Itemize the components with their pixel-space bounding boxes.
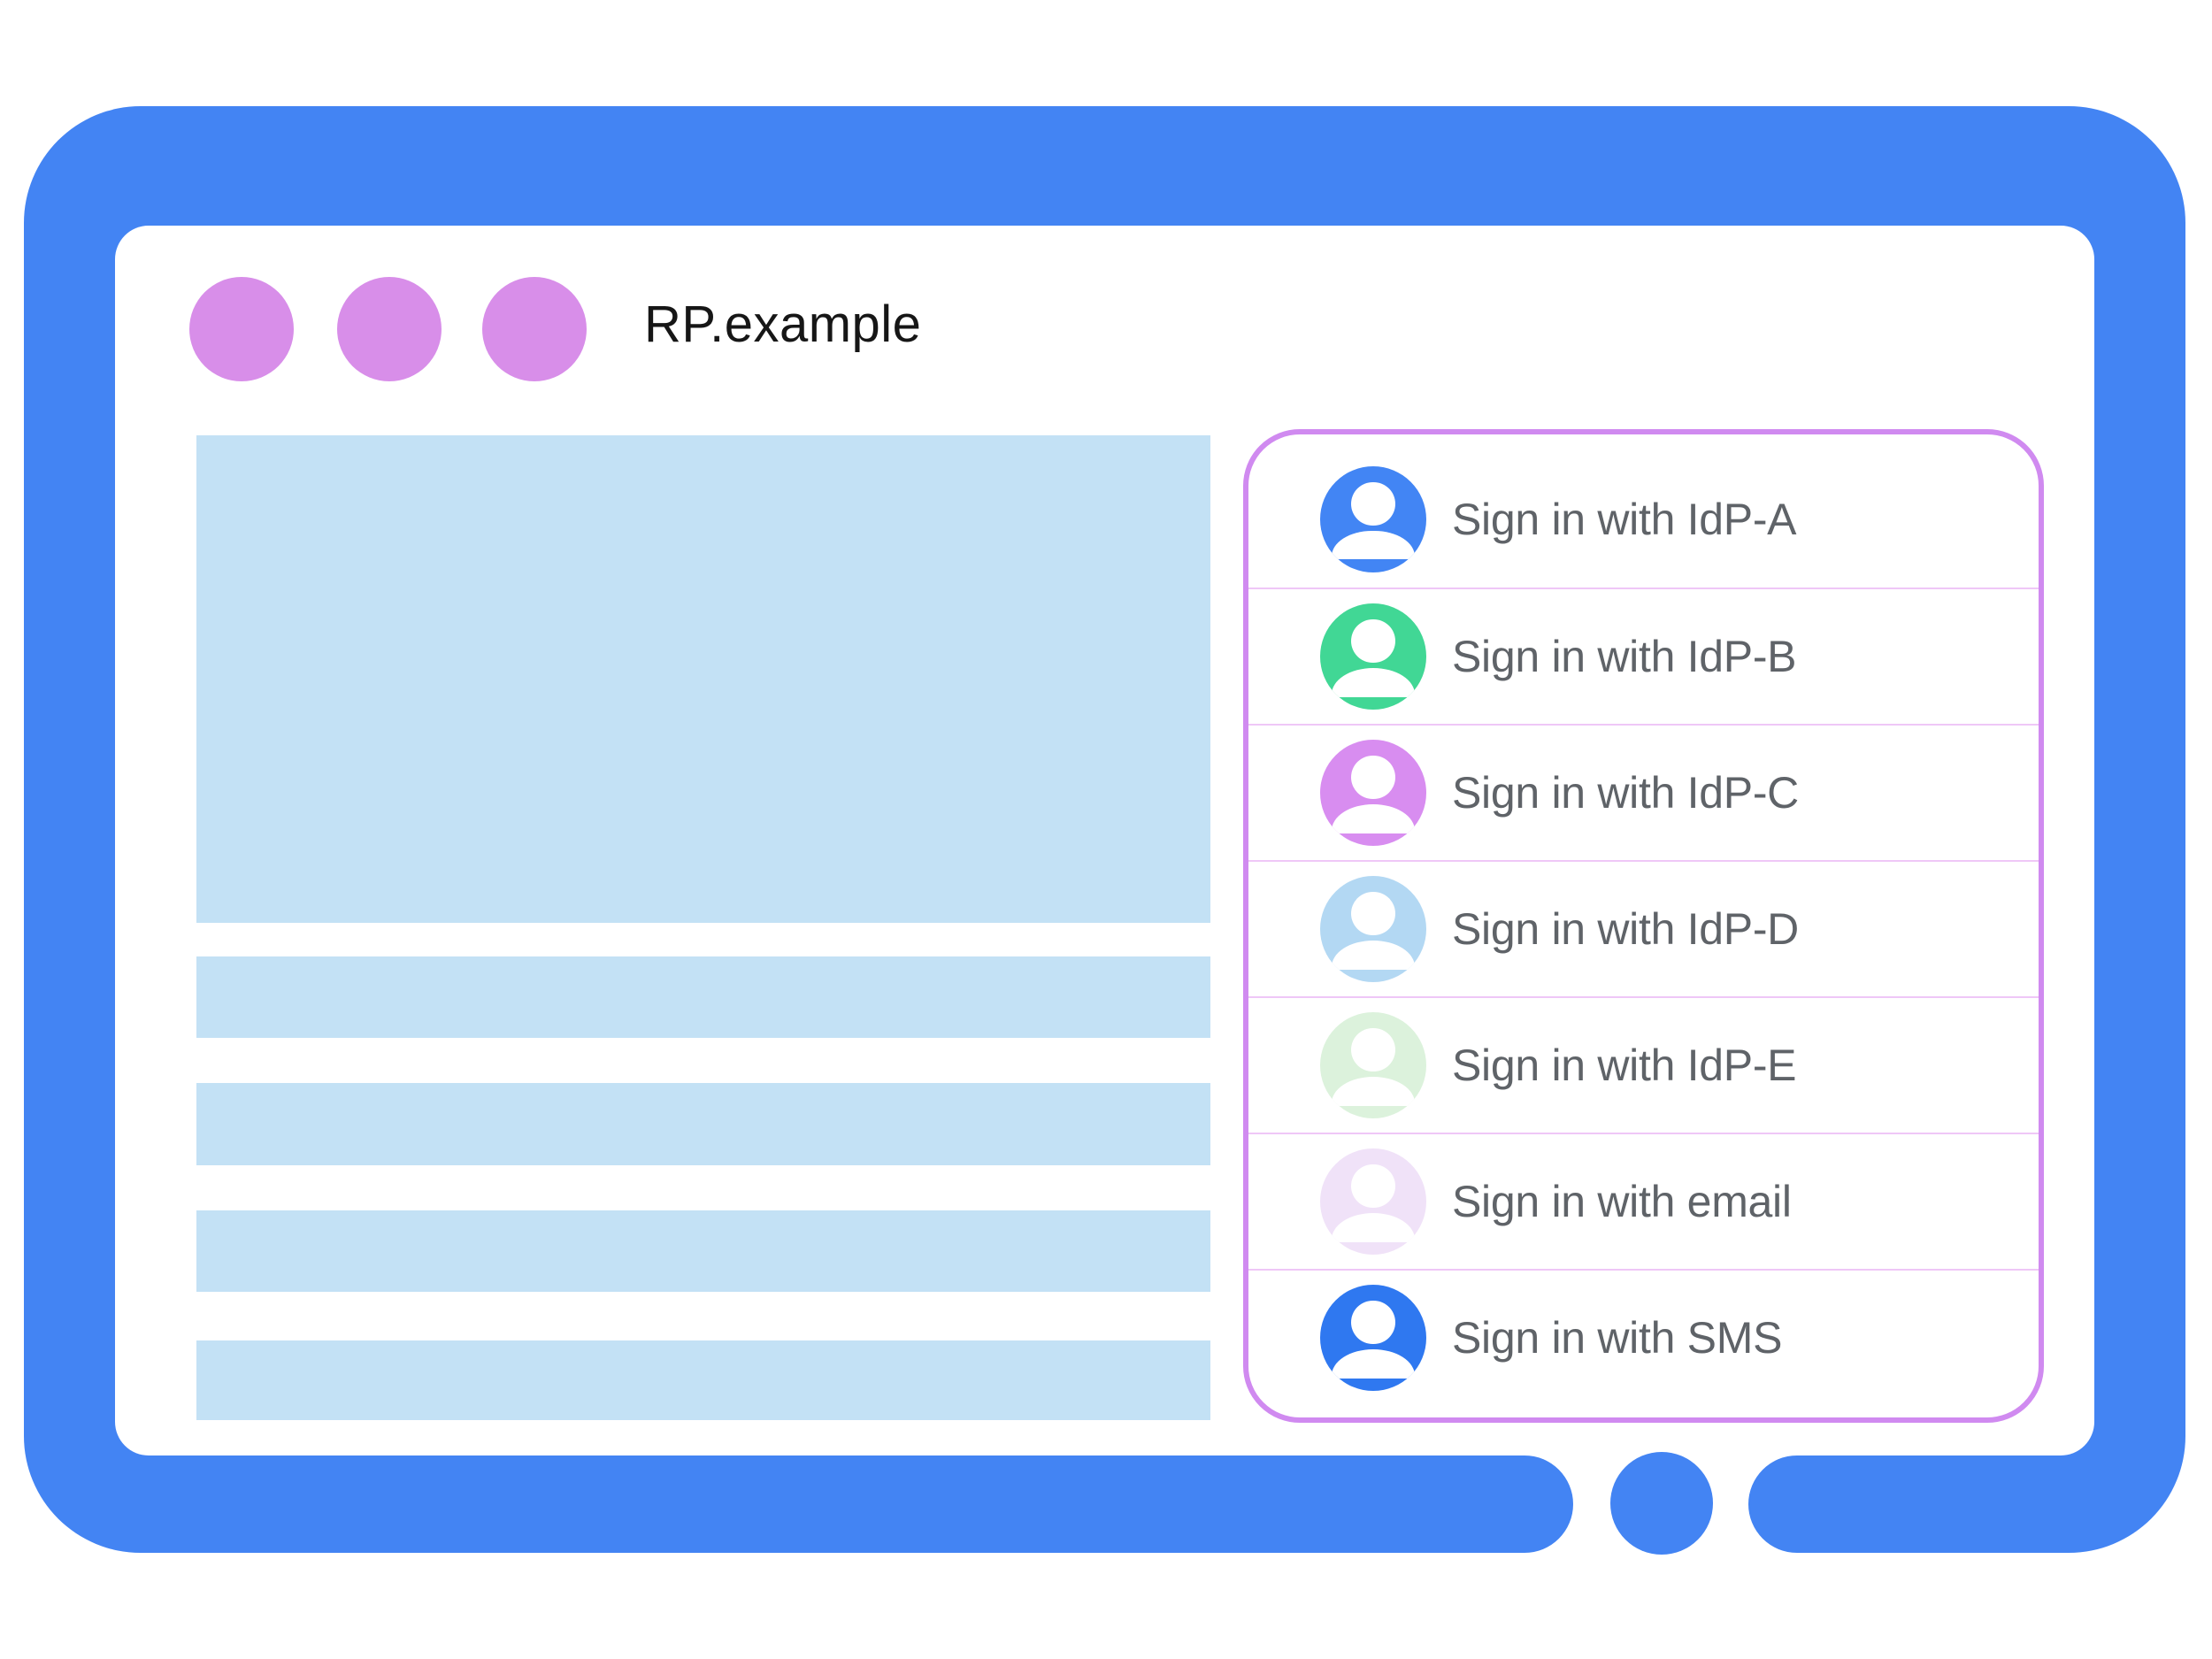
content-placeholder-hero [196, 435, 1210, 923]
signin-option-label: Sign in with IdP-C [1452, 768, 1799, 818]
window-control-dot-1 [189, 277, 294, 381]
page-title: RP.example [644, 296, 922, 354]
signin-option-label: Sign in with email [1452, 1177, 1792, 1226]
signin-option-idp-d[interactable]: Sign in with IdP-D [1248, 860, 2039, 996]
content-placeholder-line-1 [196, 956, 1210, 1038]
signin-option-label: Sign in with IdP-B [1452, 632, 1797, 681]
content-placeholder-line-4 [196, 1340, 1210, 1420]
content-placeholder-line-3 [196, 1210, 1210, 1292]
signin-option-label: Sign in with IdP-D [1452, 904, 1799, 954]
person-icon [1320, 1285, 1426, 1391]
signin-option-idp-c[interactable]: Sign in with IdP-C [1248, 724, 2039, 860]
person-icon [1320, 1148, 1426, 1255]
signin-option-idp-a[interactable]: Sign in with IdP-A [1248, 434, 2039, 588]
person-icon [1320, 740, 1426, 846]
signin-option-label: Sign in with IdP-A [1452, 494, 1797, 544]
window-control-dot-2 [337, 277, 442, 381]
person-icon [1320, 603, 1426, 710]
person-icon [1320, 465, 1426, 572]
signin-option-email[interactable]: Sign in with email [1248, 1133, 2039, 1269]
person-icon [1320, 1012, 1426, 1118]
signin-option-sms[interactable]: Sign in with SMS [1248, 1269, 2039, 1417]
person-icon [1320, 876, 1426, 982]
window-control-dot-3 [482, 277, 587, 381]
signin-option-label: Sign in with SMS [1452, 1313, 1783, 1363]
signin-option-label: Sign in with IdP-E [1452, 1041, 1797, 1090]
content-placeholder-line-2 [196, 1083, 1210, 1165]
signin-option-idp-e[interactable]: Sign in with IdP-E [1248, 996, 2039, 1133]
signin-panel: Sign in with IdP-A Sign in with IdP-B Si… [1243, 429, 2044, 1423]
signin-option-idp-b[interactable]: Sign in with IdP-B [1248, 588, 2039, 724]
home-button-circle [1610, 1452, 1713, 1555]
